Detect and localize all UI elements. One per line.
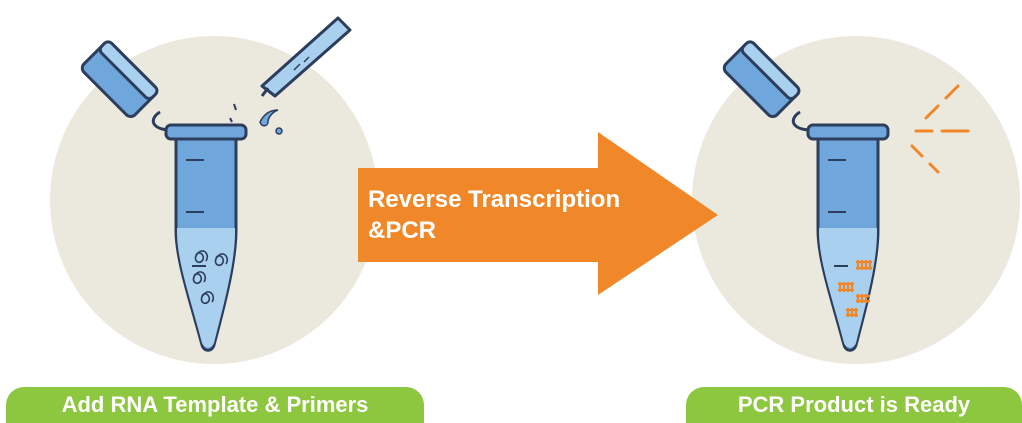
droplet-icon <box>229 103 283 135</box>
step-label-pcr-ready: PCR Product is Ready <box>686 387 1022 423</box>
tube-lid-icon <box>80 40 159 119</box>
burst-lines-icon <box>910 84 970 174</box>
tube-lid-icon <box>722 40 801 119</box>
process-arrow-label-line1: Reverse Transcription <box>368 186 621 213</box>
tube-left <box>80 16 352 352</box>
tube-liquid <box>177 228 235 348</box>
tube-right <box>722 40 970 352</box>
rna-strand-icon <box>192 250 229 305</box>
dna-product-icon <box>838 260 872 317</box>
process-arrow <box>358 132 718 295</box>
tube-hinge <box>151 110 169 132</box>
step-label-add-rna: Add RNA Template & Primers <box>6 387 424 423</box>
tube-rim <box>806 123 890 141</box>
tube-rim <box>164 123 248 141</box>
process-arrow-label: Reverse Transcription &PCR <box>368 184 668 246</box>
tube-hinge <box>791 110 809 132</box>
process-arrow-label-line2: &PCR <box>368 217 437 244</box>
pipette-tip-icon <box>260 16 352 98</box>
